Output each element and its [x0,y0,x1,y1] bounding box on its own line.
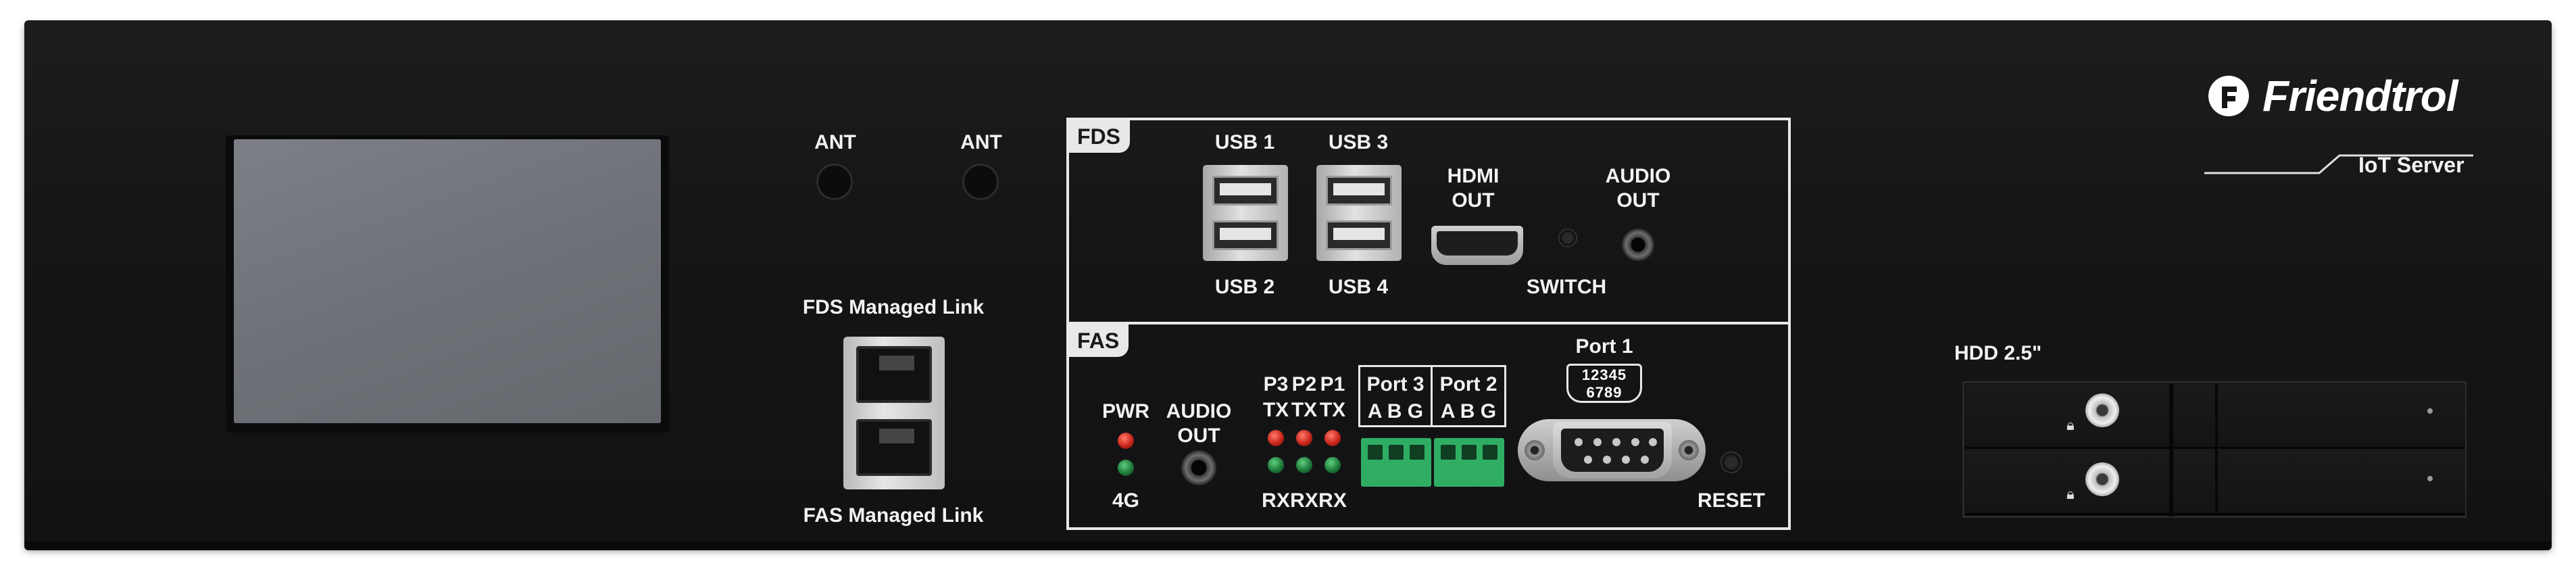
tx-led-p2-icon [1296,430,1312,446]
hdmi-label-line1: HDMI [1447,165,1500,187]
rx-label-p2: RX [1290,489,1318,512]
fas-panel [1066,322,1791,530]
logo-underline [2204,154,2473,174]
pwr-label: PWR [1102,400,1149,422]
brand-logo-text: Friendtrol [2262,72,2458,120]
tx-label-p3: TX [1262,399,1289,421]
port3-title: Port 3 [1366,373,1425,395]
switch-label: SWITCH [1526,276,1607,298]
ethernet-port-fds-icon[interactable] [856,346,932,403]
hdmi-port-inner [1437,231,1518,256]
db9-pin [1641,456,1649,464]
port2-terminal-block-icon[interactable] [1434,438,1504,487]
hdd-blank-tray-1 [2218,384,2465,449]
usb1-label: USB 1 [1214,131,1275,153]
hdd-blank-tray-2 [2218,449,2465,515]
tx-led-p1-icon [1324,430,1341,446]
fds-audio-label-line2: OUT [1616,189,1660,212]
db9-pin [1575,438,1583,446]
port2-pins: A B G [1440,400,1497,422]
db9-port-face [1561,429,1664,472]
tx-led-p3-icon [1268,430,1284,446]
port1-title: Port 1 [1575,335,1633,358]
usb-port-1-2-icon[interactable] [1203,165,1288,261]
touchscreen-display[interactable] [234,139,661,423]
fds-managed-link-label: FDS Managed Link [802,296,985,318]
hdd-label: HDD 2.5" [1954,342,2042,364]
friendtrol-logo-icon [2208,76,2249,116]
hdd-divider [2169,384,2173,516]
switch-button[interactable] [1558,228,1577,247]
padlock-1-icon: 🔒︎ [2066,416,2075,433]
db9-screw-right-icon [1679,440,1699,460]
port2-title: Port 2 [1439,373,1497,395]
db9-pin [1631,438,1639,446]
p1-header: P1 [1320,373,1345,395]
product-name: IoT Server [2358,153,2464,177]
pwr-led-icon [1118,433,1134,449]
hdd-lock-2-icon[interactable] [2085,462,2119,496]
db9-screw-left-icon [1525,440,1545,460]
fds-audio-label-line1: AUDIO [1605,165,1671,187]
hdd-led-2-icon [2427,476,2433,481]
hdd-lock-1-icon[interactable] [2085,393,2119,427]
fas-audio-label-line2: OUT [1177,425,1220,447]
rx-led-p3-icon [1268,457,1284,473]
fas-tag: FAS [1069,324,1129,357]
fas-managed-link-label: FAS Managed Link [803,504,984,527]
padlock-2-icon: 🔒︎ [2066,485,2075,502]
fds-tag: FDS [1069,120,1130,153]
hdmi-label-line2: OUT [1452,189,1495,212]
antenna-connector-icon[interactable] [962,164,999,200]
4g-label: 4G [1112,489,1140,512]
fas-audio-label-line1: AUDIO [1166,400,1232,422]
db9-pin [1603,456,1611,464]
p2-header: P2 [1291,373,1317,395]
db9-pin [1593,438,1602,446]
hdd-led-1-icon [2427,408,2433,414]
reset-label: RESET [1697,489,1766,512]
4g-led-icon [1118,460,1134,476]
reset-button[interactable] [1720,452,1742,473]
rx-label-p3: RX [1262,489,1290,512]
port3-pins: A B G [1367,400,1424,422]
chassis-bottom-edge [24,541,2552,550]
usb2-label: USB 2 [1214,276,1275,298]
db9-pin [1622,456,1630,464]
antenna-connector-icon[interactable] [816,164,853,200]
tx-label-p1: TX [1319,399,1346,421]
port2-label-box [1431,365,1506,427]
usb4-label: USB 4 [1328,276,1389,298]
ant-label-2: ANT [960,131,1002,153]
fas-audio-jack-icon[interactable] [1181,450,1216,485]
port1-pinout-diagram [1566,364,1642,403]
tx-label-p2: TX [1291,399,1318,421]
db9-pin [1649,438,1657,446]
fds-audio-jack-icon[interactable] [1622,228,1654,261]
ethernet-port-fas-icon[interactable] [856,419,932,476]
fds-panel [1066,118,1791,324]
usb-port-3-4-icon[interactable] [1316,165,1402,261]
usb3-label: USB 3 [1328,131,1389,153]
port1-pins-top: 12345 [1581,366,1627,383]
ant-label-1: ANT [814,131,856,153]
rx-label-p1: RX [1318,489,1347,512]
db9-pin [1612,438,1620,446]
rx-led-p2-icon [1296,457,1312,473]
db9-pin [1584,456,1592,464]
port3-terminal-block-icon[interactable] [1361,438,1431,487]
port1-pins-bottom: 6789 [1586,384,1623,401]
p3-header: P3 [1263,373,1289,395]
rx-led-p1-icon [1324,457,1341,473]
